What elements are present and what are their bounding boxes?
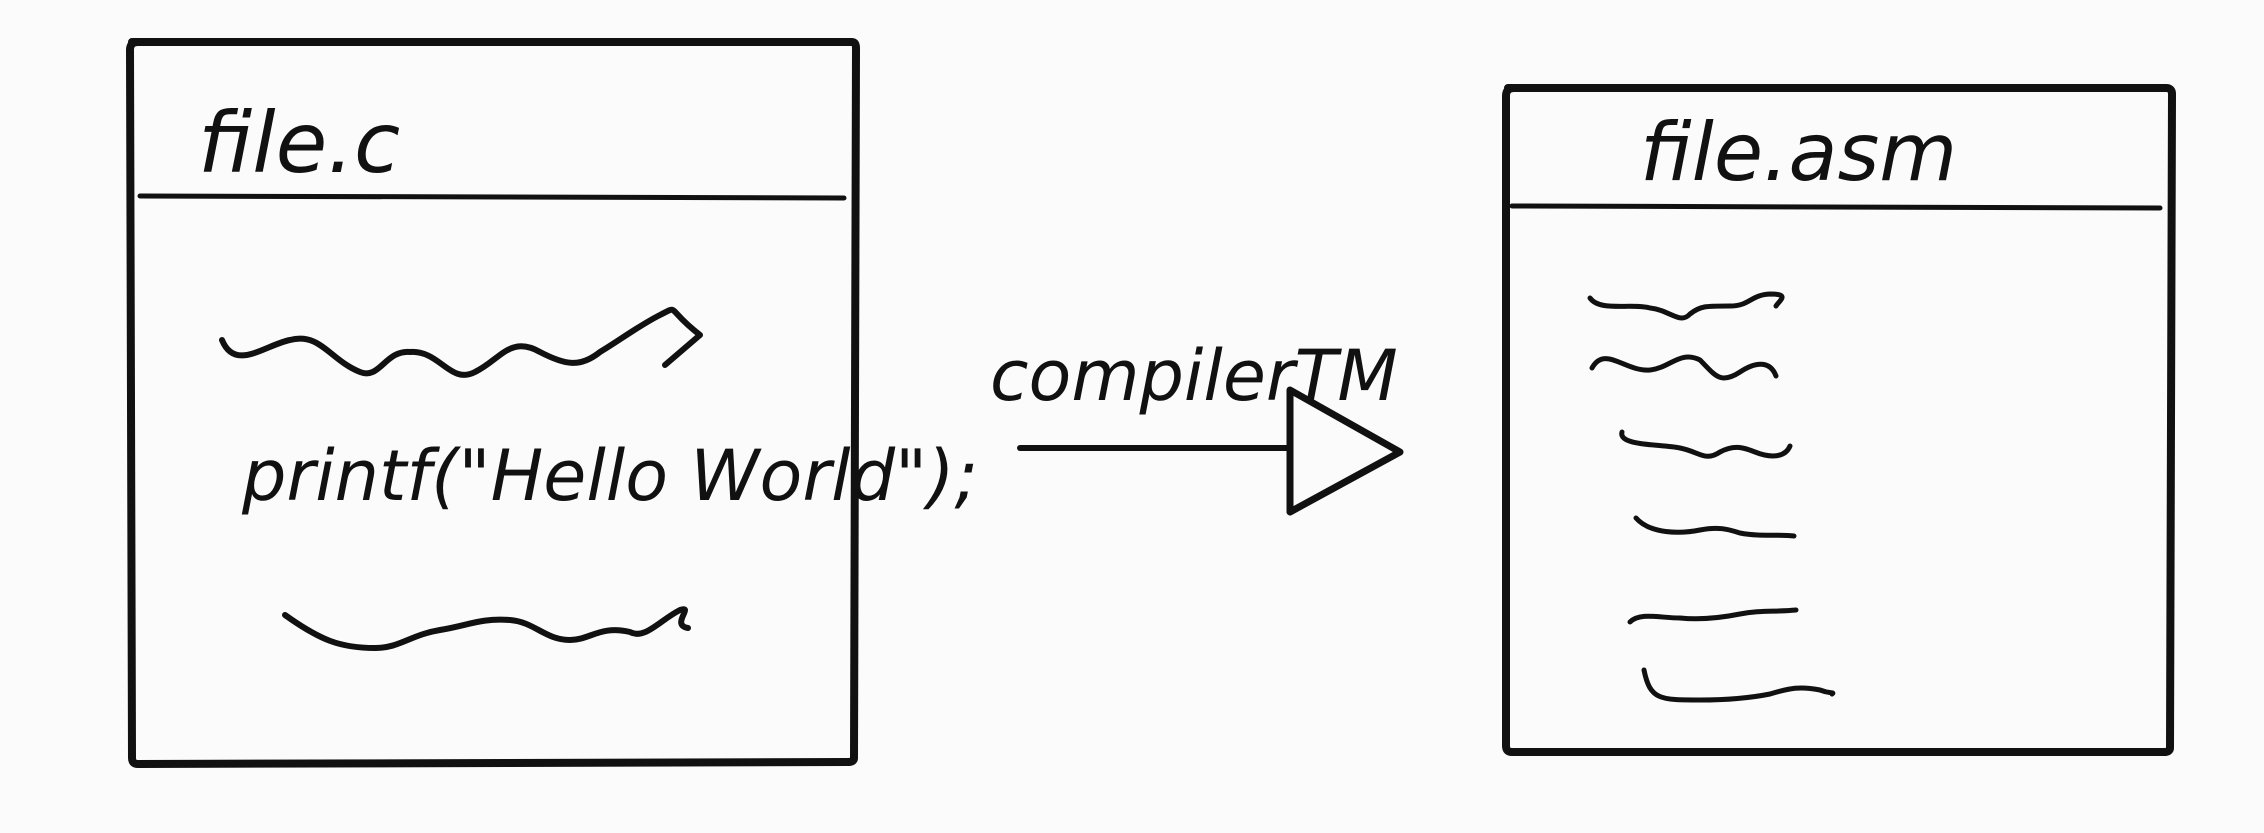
target-title-divider [1509,203,2163,211]
asm-placeholder-line-5 [1627,607,1799,625]
arrow-head [1286,386,1404,516]
code-line-text: printf("Hello World"); [241,435,978,517]
target-file-title: file.asm [1640,106,1957,199]
asm-placeholder-line-6 [1641,667,1836,703]
arrow-label: compilerTM [990,335,1398,417]
source-file-title: file.c [198,94,400,192]
asm-placeholder-line-2 [1589,354,1779,381]
code-placeholder-line-2 [282,606,691,651]
asm-placeholder-line-4 [1633,515,1797,539]
compiler-arrow: compilerTM [990,335,1404,516]
source-title-divider [137,193,847,201]
target-file-window: file.asm [1502,84,2176,756]
asm-placeholder-line-1 [1587,291,1785,321]
code-placeholder-line-1 [219,306,703,378]
source-file-window: file.c printf("Hello World"); [126,38,978,768]
asm-placeholder-line-3 [1619,429,1793,459]
